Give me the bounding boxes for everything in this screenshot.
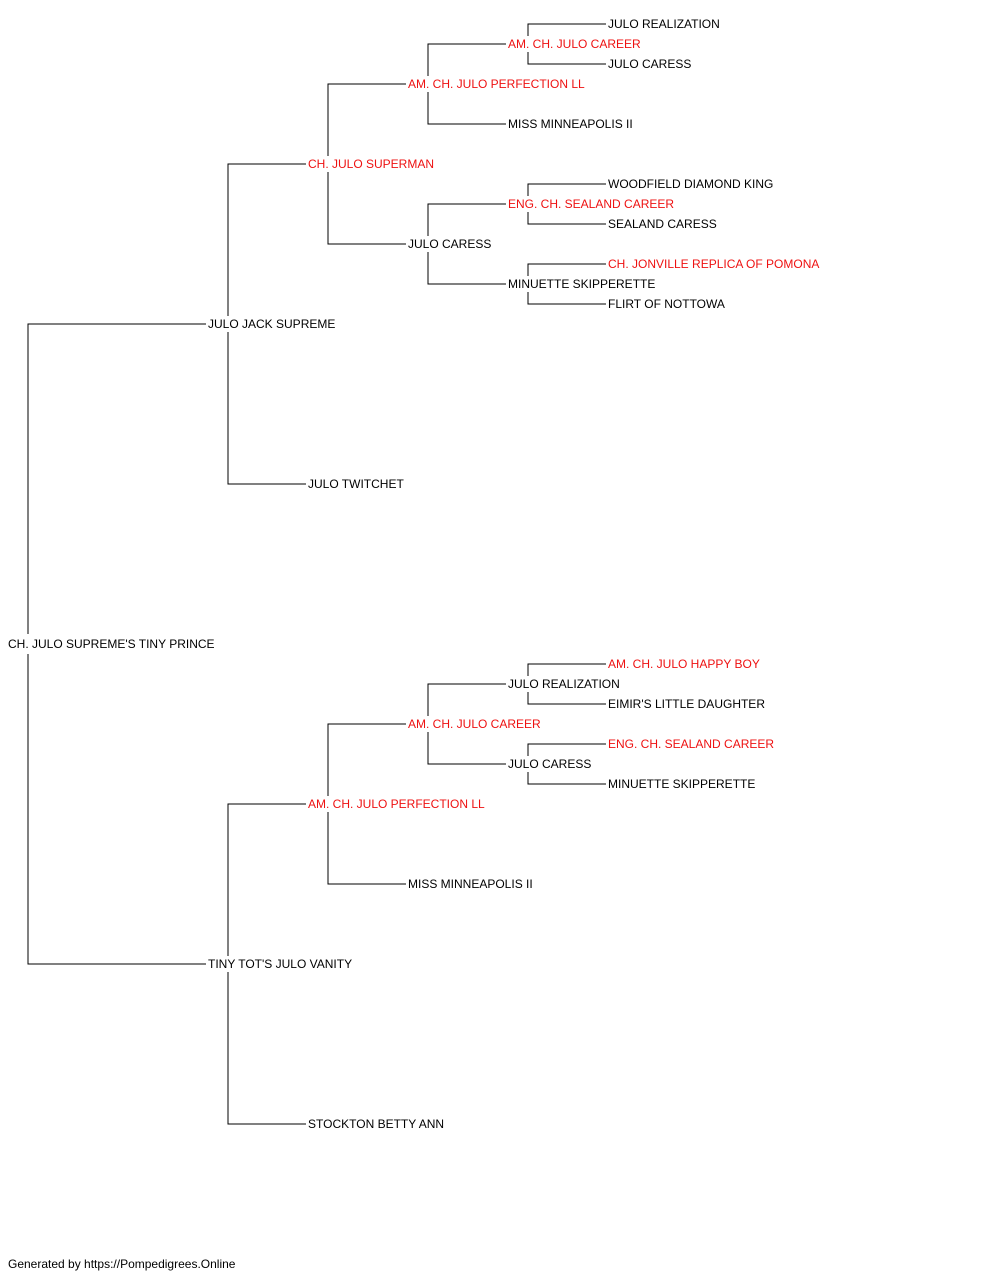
dog-dsss: JULO REALIZATION	[508, 677, 620, 691]
connector-line	[327, 723, 406, 796]
connector-line	[327, 172, 406, 245]
generated-by-credit: Generated by https://Pompedigrees.Online	[8, 1257, 236, 1271]
dog-sssss: JULO REALIZATION	[608, 17, 720, 31]
dog-ssd: JULO CARESS	[408, 237, 491, 251]
connector-line	[227, 332, 306, 485]
connector-line	[527, 663, 606, 676]
dog-ssssd: JULO CARESS	[608, 57, 691, 71]
connector-line	[427, 203, 506, 236]
connector-line	[527, 183, 606, 196]
dog-ssdsd: SEALAND CARESS	[608, 217, 717, 231]
connector-line	[427, 732, 506, 765]
dog-ssdd: MINUETTE SKIPPERETTE	[508, 277, 655, 291]
connector-line	[527, 52, 606, 65]
connector-line	[327, 83, 406, 156]
dog-dssss: AM. CH. JULO HAPPY BOY	[608, 657, 760, 671]
connector-line	[527, 743, 606, 756]
connector-line	[227, 972, 306, 1125]
dog-ssddd: FLIRT OF NOTTOWA	[608, 297, 725, 311]
connector-line	[527, 772, 606, 785]
dog-sssd: MISS MINNEAPOLIS II	[508, 117, 633, 131]
connector-line	[27, 654, 206, 965]
dog-ssdss: WOODFIELD DIAMOND KING	[608, 177, 773, 191]
dog-ssss: AM. CH. JULO CAREER	[508, 37, 641, 51]
connector-line	[527, 292, 606, 305]
dog-ssdds: CH. JONVILLE REPLICA OF POMONA	[608, 257, 819, 271]
dog-d: TINY TOT'S JULO VANITY	[208, 957, 352, 971]
dog-dssd: JULO CARESS	[508, 757, 591, 771]
dog-dssdd: MINUETTE SKIPPERETTE	[608, 777, 755, 791]
connector-line	[327, 812, 406, 885]
connector-line	[527, 212, 606, 225]
connector-line	[527, 263, 606, 276]
connector-line	[27, 323, 206, 634]
connector-line	[427, 43, 506, 76]
dog-ds: AM. CH. JULO PERFECTION LL	[308, 797, 485, 811]
connector-line	[427, 683, 506, 716]
dog-dss: AM. CH. JULO CAREER	[408, 717, 541, 731]
connector-line	[427, 92, 506, 125]
dog-s: JULO JACK SUPREME	[208, 317, 335, 331]
dog-ss: CH. JULO SUPERMAN	[308, 157, 434, 171]
dog-dsd: MISS MINNEAPOLIS II	[408, 877, 533, 891]
connector-line	[527, 23, 606, 36]
dog-dssds: ENG. CH. SEALAND CAREER	[608, 737, 774, 751]
connector-line	[227, 803, 306, 956]
dog-dd: STOCKTON BETTY ANN	[308, 1117, 444, 1131]
dog-dsssd: EIMIR'S LITTLE DAUGHTER	[608, 697, 765, 711]
dog-ssds: ENG. CH. SEALAND CAREER	[508, 197, 674, 211]
connector-line	[227, 163, 306, 316]
dog-sss: AM. CH. JULO PERFECTION LL	[408, 77, 585, 91]
dog-root: CH. JULO SUPREME'S TINY PRINCE	[8, 637, 215, 651]
dog-sd: JULO TWITCHET	[308, 477, 404, 491]
connector-line	[427, 252, 506, 285]
connector-line	[527, 692, 606, 705]
